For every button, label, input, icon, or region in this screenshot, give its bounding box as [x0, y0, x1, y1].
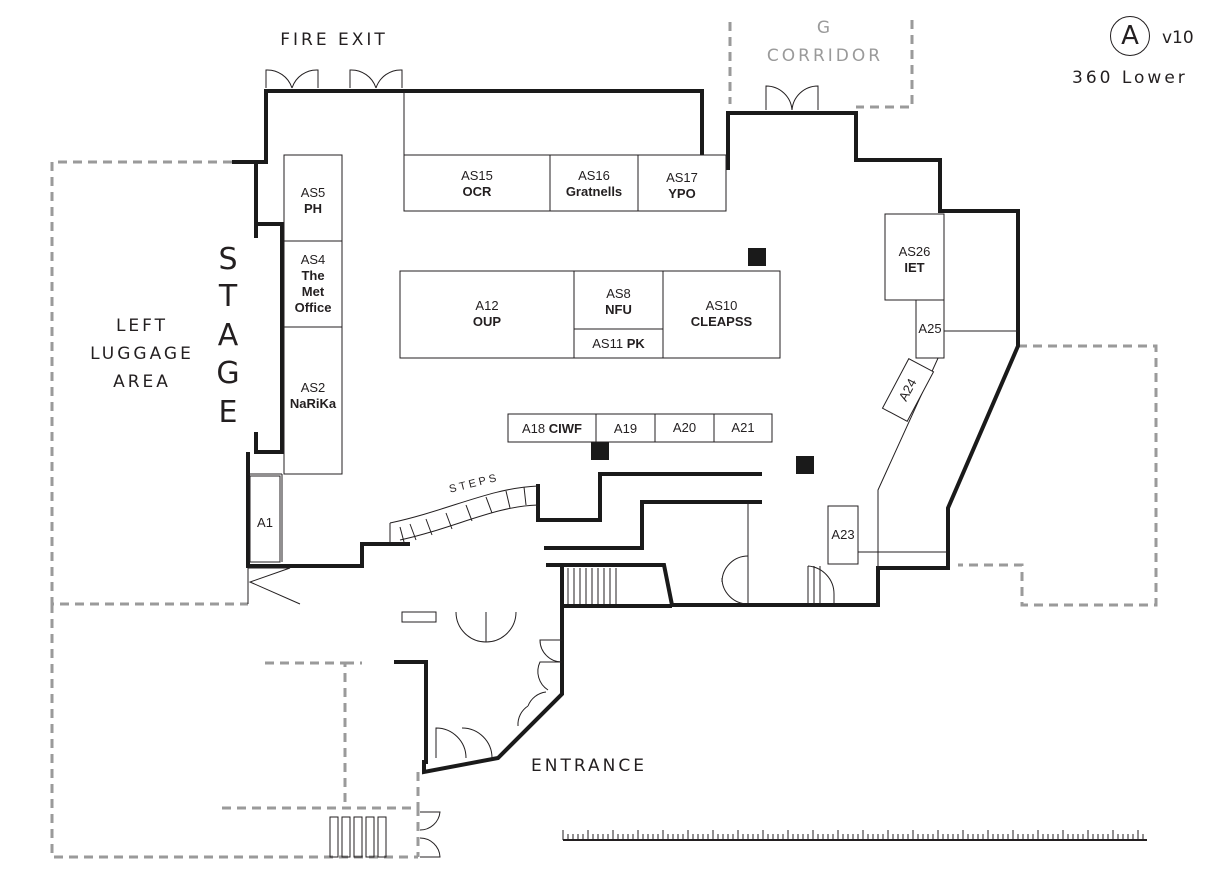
stand-name: OUP — [472, 314, 502, 329]
stand-as10[interactable]: AS10 CLEAPSS — [663, 298, 780, 330]
stand-as11[interactable]: AS11 PK — [574, 336, 663, 352]
stand-a1[interactable]: A1 — [250, 515, 280, 531]
stand-a23[interactable]: A23 — [826, 527, 860, 543]
stand-a25[interactable]: A25 — [914, 321, 946, 337]
stand-code: AS10 — [705, 298, 738, 313]
stand-name: YPO — [668, 186, 696, 201]
lower-left-boundary — [222, 661, 420, 857]
pillar — [796, 456, 814, 474]
stand-code: AS17 — [666, 170, 698, 185]
stand-as16[interactable]: AS16 Gratnells — [550, 168, 638, 200]
left-door — [247, 567, 301, 605]
stage-letter-e: E — [218, 395, 238, 430]
pillar — [591, 442, 609, 460]
stand-a21[interactable]: A21 — [714, 420, 772, 436]
stand-name: Gratnells — [565, 184, 623, 199]
stand-code: AS5 — [300, 185, 326, 200]
stand-code: A20 — [672, 420, 697, 435]
left-luggage-line2: LUGGAGE — [90, 344, 194, 364]
left-luggage-line3: AREA — [113, 372, 171, 392]
stage-letter-a: A — [217, 318, 239, 353]
g-corridor-boundary — [728, 20, 914, 109]
stand-name: The Met Office — [294, 268, 332, 315]
stand-code: A25 — [918, 321, 942, 336]
stand-a12[interactable]: A12 OUP — [400, 298, 574, 330]
stand-as4[interactable]: AS4 The Met Office — [284, 252, 342, 316]
stand-as5[interactable]: AS5 PH — [284, 185, 342, 217]
staircase-right — [567, 568, 617, 604]
booths — [249, 154, 945, 565]
stand-code: AS15 — [461, 168, 493, 183]
fire-exit-doors — [265, 69, 403, 89]
stand-as2[interactable]: AS2 NaRiKa — [284, 380, 342, 412]
stand-as15[interactable]: AS15 OCR — [404, 168, 550, 200]
stand-code: AS16 — [578, 168, 610, 183]
stage-letter-t: T — [218, 279, 238, 314]
stand-name: CIWF — [548, 421, 582, 436]
stand-code: AS4 — [300, 252, 326, 267]
main-walls — [232, 89, 1020, 775]
staircase-a23 — [807, 565, 835, 604]
stand-code: AS8 — [606, 286, 631, 301]
map-letter-badge: A — [1110, 16, 1150, 56]
stage-letter-g: G — [216, 356, 240, 391]
steps — [389, 485, 539, 544]
stand-code: AS26 — [898, 244, 931, 259]
stand-code: A12 — [475, 298, 499, 313]
level-label: 360 Lower — [1072, 68, 1188, 88]
stand-code: A1 — [257, 515, 273, 530]
pillar — [748, 248, 766, 266]
stand-a19[interactable]: A19 — [596, 421, 655, 437]
stand-code: AS11 — [592, 336, 624, 351]
right-area-boundary — [958, 344, 1158, 607]
stand-name: NFU — [605, 302, 632, 317]
corridor-doors — [765, 85, 819, 111]
entrance-label: ENTRANCE — [531, 756, 647, 776]
g-corridor-label: CORRIDOR — [766, 46, 884, 66]
stand-a18[interactable]: A18 CIWF — [508, 421, 596, 437]
stand-as17[interactable]: AS17 YPO — [638, 170, 726, 202]
bottom-stairs — [329, 816, 387, 858]
bottom-door — [419, 811, 441, 858]
stand-code: AS2 — [300, 380, 326, 395]
stand-a20[interactable]: A20 — [655, 420, 714, 436]
version-label: v10 — [1162, 28, 1194, 48]
stage-letter-s: S — [218, 242, 238, 277]
left-luggage-boundary — [50, 160, 418, 859]
g-corridor-letter: G — [816, 18, 834, 38]
stand-name: NaRiKa — [289, 396, 337, 411]
stand-code: A23 — [831, 527, 855, 542]
fire-exit-label: FIRE EXIT — [280, 30, 388, 50]
stand-name: OCR — [462, 184, 492, 199]
stand-as26[interactable]: AS26 IET — [885, 244, 944, 276]
stand-code: A21 — [731, 420, 755, 435]
scale-bar — [562, 830, 1147, 841]
stand-as8[interactable]: AS8 NFU — [574, 286, 663, 318]
stand-code: A19 — [613, 421, 638, 436]
stand-code: A18 — [522, 421, 546, 436]
stand-name: PH — [303, 201, 323, 216]
stand-name: CLEAPSS — [690, 314, 753, 329]
entrance-doors — [401, 555, 749, 759]
stand-name: IET — [904, 260, 925, 275]
left-luggage-line1: LEFT — [115, 316, 169, 336]
stand-name: PK — [626, 336, 645, 351]
